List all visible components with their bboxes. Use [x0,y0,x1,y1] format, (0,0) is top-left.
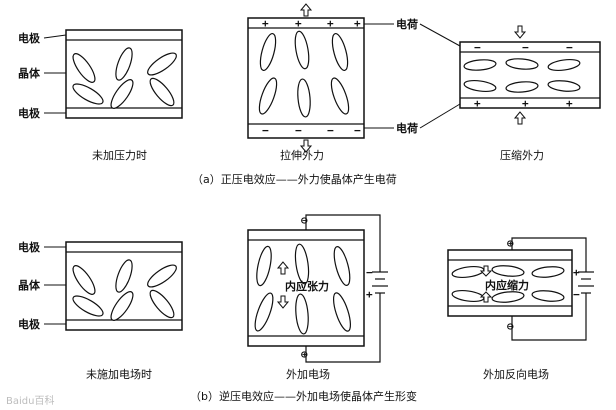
title-a1: 未加压力时 [92,149,147,162]
label-crystal-b1: 晶体 [18,278,41,292]
title-a2: 拉伸外力 [280,148,324,162]
circle-minus-icon: ⊖ [301,214,308,227]
svg-text:−: − [295,124,302,137]
internal-tension-label: 内应张力 [285,279,329,293]
label-electrode-top-a1: 电极 [18,31,41,45]
svg-text:−: − [262,124,269,137]
title-b2: 外加电场 [286,367,330,381]
label-crystal-a1: 晶体 [18,66,41,80]
panel-b3-reverse-field: 内应缩力 ⊕ ⊖ + − 外加反向电场 [447,237,594,381]
title-b3: 外加反向电场 [483,367,549,381]
crystal-molecules-b1 [72,259,177,321]
battery-plus-sign: + [573,266,580,279]
label-electrode-top-b1: 电极 [18,240,41,254]
svg-text:+: + [474,97,481,110]
crystal-molecules-b3 [451,265,565,303]
crystal-molecules-a2 [258,30,350,118]
svg-text:−: − [474,41,481,54]
arrow-up-icon [276,261,290,275]
internal-compression-label: 内应缩力 [485,278,529,292]
svg-text:+: + [522,97,529,110]
title-b1: 未施加电场时 [86,367,152,381]
arrow-down-icon [276,295,290,309]
charge-signs-bottom-a2: − − − − [262,124,361,137]
circle-minus-icon: ⊖ [507,320,514,333]
svg-text:−: − [354,124,361,137]
battery-circuit-b3 [511,237,594,341]
arrow-up-icon [479,291,493,303]
panel-a1-no-pressure: 电极 晶体 电极 未加压力时 [18,29,183,162]
charge-signs-bottom-a3: + + + [474,97,573,110]
panel-b2-applied-field: 内应张力 ⊖ ⊕ − + 外加电场 [247,214,388,381]
arrow-up-icon [513,111,527,125]
svg-text:+: + [327,17,334,30]
crystal-molecules-a1 [72,47,177,109]
svg-text:+: + [262,17,269,30]
arrow-down-icon [479,265,493,277]
arrow-down-icon [513,25,527,39]
crystal-molecules-b2 [254,243,352,335]
label-charge-top-a2: 电荷 [396,17,418,31]
label-electrode-bottom-a1: 电极 [18,106,41,120]
arrow-up-icon [299,3,313,17]
watermark: Baidu百科 [6,394,54,407]
svg-text:+: + [354,17,361,30]
battery-circuit-b2 [305,214,388,363]
title-a3: 压缩外力 [500,149,544,162]
battery-plus-sign: + [366,288,373,301]
circle-plus-icon: ⊕ [301,348,308,361]
svg-text:−: − [566,41,573,54]
panel-a3-compression: − − − + + + 压缩外力 [419,23,601,162]
label-charge-bottom-a2: 电荷 [396,121,418,135]
svg-text:+: + [566,97,573,110]
caption-b: （b）逆压电效应——外加电场使晶体产生形变 [190,389,417,403]
caption-a: （a）正压电效应——外力使晶体产生电荷 [192,172,397,186]
arrow-down-icon [299,139,313,153]
label-electrode-bottom-b1: 电极 [18,317,41,331]
svg-text:−: − [327,124,334,137]
svg-text:+: + [295,17,302,30]
panel-b1-no-field: 电极 晶体 电极 未施加电场时 [18,240,183,381]
svg-text:−: − [522,41,529,54]
battery-minus-sign: − [366,266,373,279]
panel-a2-tension: + + + + − − − − 电荷 电荷 拉伸外力 [247,3,418,162]
circle-plus-icon: ⊕ [507,237,514,250]
battery-minus-sign: − [573,288,580,301]
charge-signs-top-a2: + + + + [262,17,361,30]
crystal-molecules-a3 [463,58,581,93]
charge-signs-top-a3: − − − [474,41,573,54]
